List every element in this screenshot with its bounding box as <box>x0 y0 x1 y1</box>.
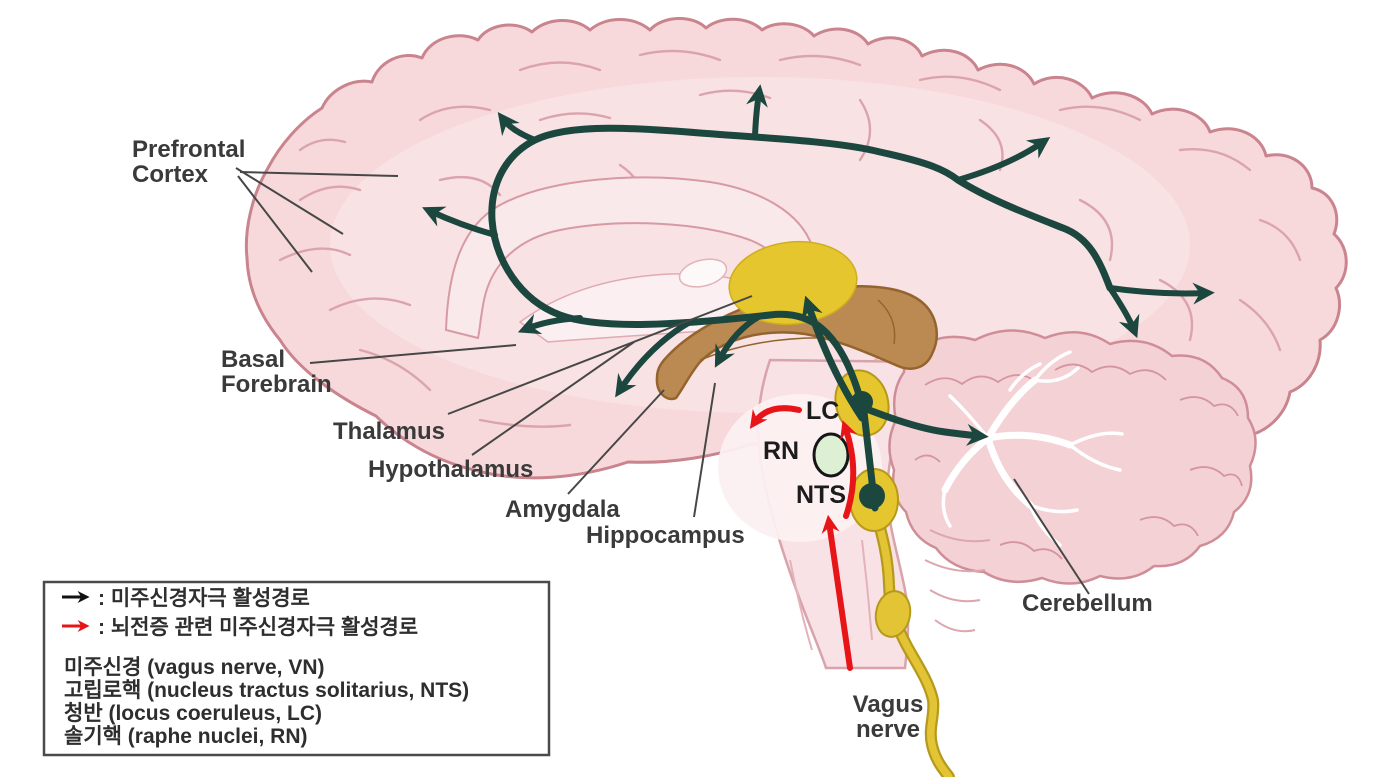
legend-item-activation: : 미주신경자극 활성경로 <box>98 587 310 610</box>
pathway-branch-occipital-lower <box>1107 285 1140 339</box>
legend-def-nts: 고립로핵 (nucleus tractus solitarius, NTS) <box>64 679 469 702</box>
lower-brainstem-folds <box>924 529 991 633</box>
epilepsy-pathway-arrows <box>749 405 858 671</box>
leader-amygdala <box>567 389 665 495</box>
legend-border <box>42 580 551 757</box>
label-prefrontal-cortex-line2: Cortex <box>132 161 209 188</box>
nts-core-dot <box>859 483 885 509</box>
cerebellum-structure <box>888 329 1257 633</box>
lc-core-dot <box>851 391 873 413</box>
legend-box: : 미주신경자극 활성경로 : 뇌전증 관련 미주신경자극 활성경로 미주신경 … <box>42 580 551 757</box>
cerebellum-folia <box>914 363 1243 560</box>
leader-lines <box>235 167 1090 595</box>
structure-labels: Prefrontal Cortex Basal Forebrain Thalam… <box>132 136 1153 743</box>
legend-item-epilepsy: : 뇌전증 관련 미주신경자극 활성경로 <box>98 616 418 639</box>
thalamus-nucleus <box>728 240 858 326</box>
pathway-branch-occipital-right <box>1107 282 1215 305</box>
label-hypothalamus: Hypothalamus <box>368 456 533 483</box>
pathway-branch-occipital-upper <box>955 136 1051 183</box>
pathway-main-trunk <box>488 124 1114 402</box>
lateral-ventricle <box>678 258 728 288</box>
label-hippocampus: Hippocampus <box>586 522 745 549</box>
label-vagus-nerve-line2: nerve <box>856 716 920 743</box>
leader-prefrontal-2 <box>235 167 344 235</box>
pathway-branch-hypothalamus <box>615 319 693 398</box>
pathway-branch-frontal-left <box>422 206 498 238</box>
leader-basal-forebrain <box>309 344 517 364</box>
label-basal-forebrain-line1: Basal <box>221 346 285 373</box>
red-pathway-vagus-to-nts <box>821 514 853 671</box>
label-nts: NTS <box>796 481 846 509</box>
medulla-lines <box>789 539 873 651</box>
leader-prefrontal-1 <box>239 171 399 177</box>
label-thalamus: Thalamus <box>333 418 445 445</box>
vagus-ganglion <box>874 590 912 638</box>
label-cerebellum: Cerebellum <box>1022 590 1153 617</box>
raphe-nuclei <box>812 432 850 478</box>
vagus-nerve-fiber <box>868 499 955 777</box>
leader-hypothalamus <box>471 341 635 456</box>
legend-def-lc: 청반 (locus coeruleus, LC) <box>64 702 322 725</box>
legend-def-vn: 미주신경 (vagus nerve, VN) <box>64 656 325 679</box>
pathway-branch-frontal-upper <box>497 111 538 143</box>
hippocampus-detail <box>699 299 896 361</box>
label-prefrontal-cortex-line1: Prefrontal <box>132 136 245 163</box>
leader-thalamus <box>447 295 753 415</box>
label-lc: LC <box>806 397 839 425</box>
red-pathway-lc-to-rn <box>749 405 802 429</box>
pathway-branch-basal-forebrain <box>517 313 583 335</box>
leader-cerebellum <box>1013 478 1090 595</box>
label-vagus-nerve-line1: Vagus <box>853 691 924 718</box>
leader-prefrontal-3 <box>237 175 313 273</box>
pathway-lc-to-cerebellum <box>860 404 989 446</box>
pathway-branch-hippocampus <box>714 313 763 368</box>
label-basal-forebrain-line2: Forebrain <box>221 371 332 398</box>
label-amygdala: Amygdala <box>505 496 620 523</box>
leader-hippocampus <box>693 382 716 518</box>
red-pathway-nts-to-lc <box>840 420 858 519</box>
label-rn: RN <box>763 437 799 465</box>
pathway-branch-parietal <box>746 84 768 139</box>
legend-def-rn: 솔기핵 (raphe nuclei, RN) <box>64 725 307 748</box>
